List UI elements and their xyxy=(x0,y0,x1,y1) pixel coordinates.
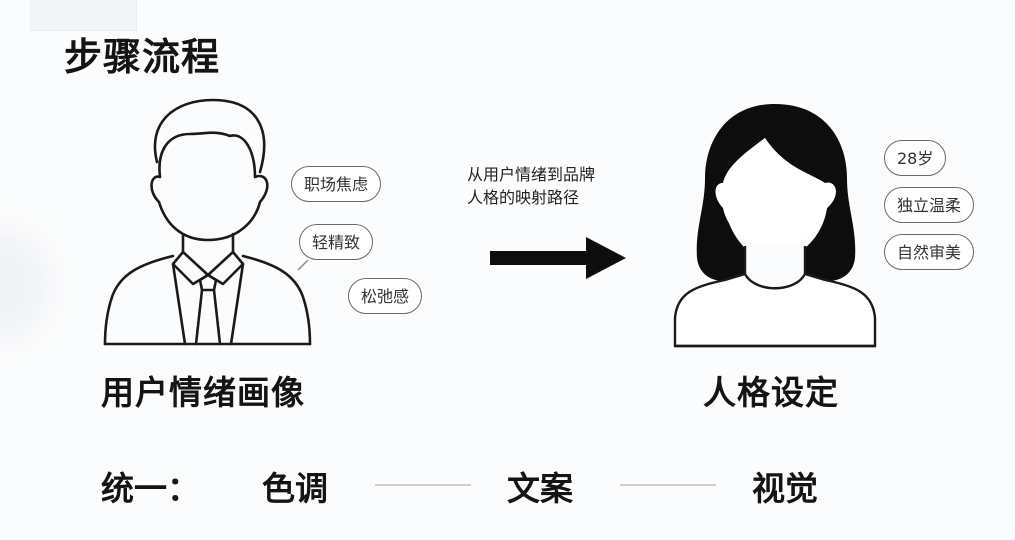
connector-line xyxy=(620,484,716,486)
mapping-caption-line2: 人格的映射路径 xyxy=(467,188,580,207)
tag-pill: 独立温柔 xyxy=(884,187,975,223)
persona-setting-label: 人格设定 xyxy=(703,373,839,412)
page-title: 步骤流程 xyxy=(64,35,221,79)
tag-pill: 轻精致 xyxy=(299,224,374,260)
tag-pill: 28岁 xyxy=(884,140,947,176)
unify-item-copywriting: 文案 xyxy=(507,469,573,508)
tag-pill: 职场焦虑 xyxy=(291,166,382,202)
arrow-right-icon xyxy=(490,237,626,279)
tag-pill: 自然审美 xyxy=(884,234,975,270)
unify-item-color-tone: 色调 xyxy=(262,469,328,508)
woman-long-hair-icon xyxy=(673,104,877,348)
user-emotion-profile-label: 用户情绪画像 xyxy=(101,373,305,412)
background-glow xyxy=(0,230,50,340)
mapping-caption: 从用户情绪到品牌 人格的映射路径 xyxy=(467,163,667,209)
mapping-caption-line1: 从用户情绪到品牌 xyxy=(467,165,596,184)
man-in-suit-outline-icon xyxy=(103,98,312,346)
speech-tail-icon xyxy=(297,259,309,271)
unify-label: 统一： xyxy=(101,469,200,508)
corner-watermark xyxy=(30,0,137,31)
connector-line xyxy=(375,484,471,486)
unify-item-visual: 视觉 xyxy=(752,469,818,508)
tag-pill: 松弛感 xyxy=(348,278,423,314)
